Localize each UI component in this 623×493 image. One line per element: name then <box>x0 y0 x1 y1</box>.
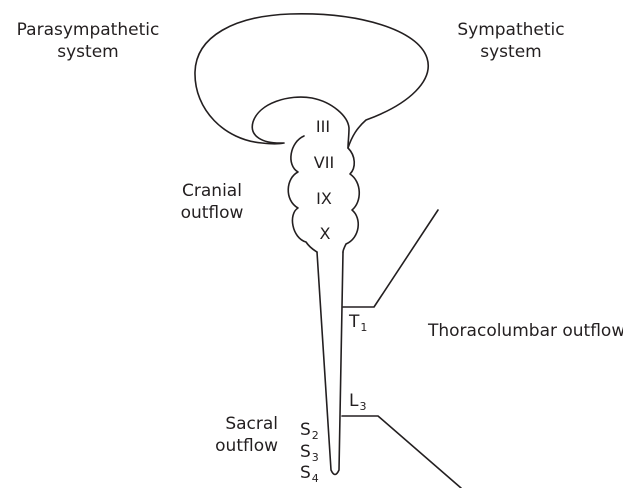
spinal-cord-outline <box>317 252 343 475</box>
parasympathetic-label-line-2: system <box>2 41 174 63</box>
cranial-nerve-x-label: X <box>305 224 345 243</box>
thoracolumbar-outflow-label: Thoracolumbar outflow <box>428 320 623 342</box>
sacral-outflow-line-1: Sacral <box>196 413 278 435</box>
cranial-outflow-label: Cranial outflow <box>162 180 262 224</box>
thoracolumbar-upper-line <box>343 210 438 307</box>
sacral-outflow-label: Sacral outflow <box>196 413 278 457</box>
sympathetic-label-line-1: Sympathetic <box>436 19 586 41</box>
cranial-outflow-line-2: outflow <box>162 202 262 224</box>
segment-s4-label: S4 <box>300 462 319 490</box>
segment-l3-label: L3 <box>349 390 366 418</box>
cranial-nerve-vii-label: VII <box>304 153 344 172</box>
sympathetic-label-line-2: system <box>436 41 586 63</box>
parasympathetic-system-label: Parasympathetic system <box>2 19 174 63</box>
segment-t1-label: T1 <box>349 311 367 339</box>
cranial-outflow-line-1: Cranial <box>162 180 262 202</box>
sympathetic-system-label: Sympathetic system <box>436 19 586 63</box>
parasympathetic-label-line-1: Parasympathetic <box>2 19 174 41</box>
thoracolumbar-lower-line <box>342 416 461 488</box>
brainstem-right-outline <box>343 148 359 252</box>
cranial-nerve-ix-label: IX <box>304 189 344 208</box>
sacral-outflow-line-2: outflow <box>196 435 278 457</box>
cranial-nerve-iii-label: III <box>303 117 343 136</box>
